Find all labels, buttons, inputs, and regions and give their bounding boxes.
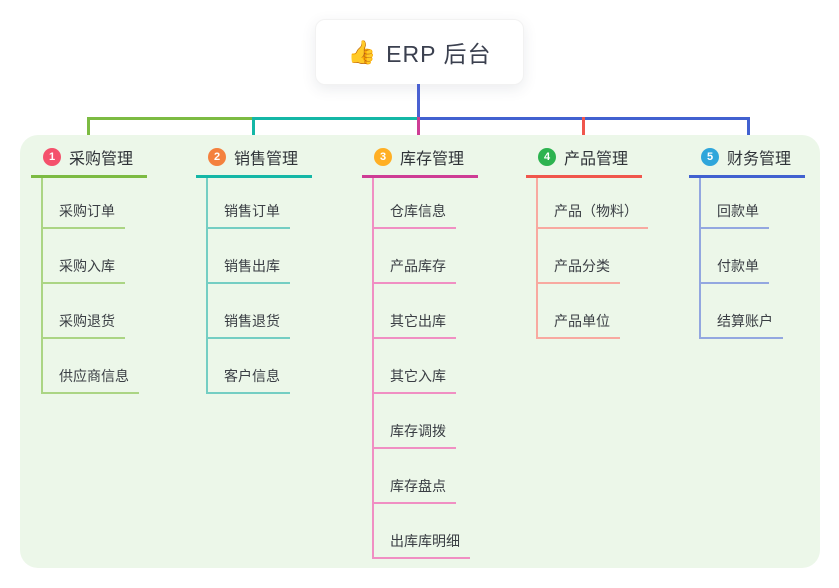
- branch-label: 销售管理: [234, 151, 299, 168]
- child-node[interactable]: 销售出库: [208, 229, 312, 284]
- child-node[interactable]: 采购订单: [43, 178, 147, 229]
- branch-inventory-children: 仓库信息 产品库存 其它出库 其它入库 库存调拨 库存盘点 出库库明细: [372, 178, 478, 559]
- child-node[interactable]: 仓库信息: [374, 178, 478, 229]
- child-node-label: 销售退货: [208, 311, 290, 339]
- child-node-label: 产品（物料）: [538, 201, 648, 229]
- branch-label: 财务管理: [727, 151, 792, 168]
- child-node[interactable]: 产品库存: [374, 229, 478, 284]
- branch-purchase-children: 采购订单 采购入库 采购退货 供应商信息: [41, 178, 147, 394]
- branch-number-badge: 1: [43, 148, 61, 166]
- child-node-label: 产品库存: [374, 256, 456, 284]
- child-node-label: 产品分类: [538, 256, 620, 284]
- connector-drop-inventory: [417, 117, 420, 152]
- branch-finance-children: 回款单 付款单 结算账户: [699, 178, 805, 339]
- child-node-label: 其它入库: [374, 366, 456, 394]
- branch-inventory-title[interactable]: 3 库存管理: [362, 146, 478, 178]
- root-node[interactable]: 👍 ERP 后台: [315, 19, 524, 85]
- child-node-label: 仓库信息: [374, 201, 456, 229]
- child-node-label: 出库库明细: [374, 531, 470, 559]
- connector-drop-purchase: [87, 117, 90, 148]
- branch-purchase: 1 采购管理 采购订单 采购入库 采购退货 供应商信息: [31, 146, 147, 394]
- branch-finance-title[interactable]: 5 财务管理: [689, 146, 805, 178]
- child-node-label: 销售订单: [208, 201, 290, 229]
- connector-drop-sales: [252, 117, 255, 148]
- branch-number-badge: 4: [538, 148, 556, 166]
- child-node[interactable]: 产品分类: [538, 229, 642, 284]
- child-node-label: 采购订单: [43, 201, 125, 229]
- child-node-label: 结算账户: [701, 311, 783, 339]
- child-node-label: 库存调拨: [374, 421, 456, 449]
- branch-label: 采购管理: [69, 151, 134, 168]
- branch-label: 库存管理: [400, 151, 465, 168]
- child-node[interactable]: 结算账户: [701, 284, 805, 339]
- root-node-label: ERP 后台: [386, 41, 492, 67]
- branch-number-badge: 3: [374, 148, 392, 166]
- child-node-label: 供应商信息: [43, 366, 139, 394]
- branch-label: 产品管理: [564, 151, 629, 168]
- child-node-label: 回款单: [701, 201, 769, 229]
- child-node-label: 销售出库: [208, 256, 290, 284]
- branches-panel: [20, 135, 820, 568]
- branch-sales-title[interactable]: 2 销售管理: [196, 146, 312, 178]
- child-node[interactable]: 销售订单: [208, 178, 312, 229]
- branch-number-badge: 2: [208, 148, 226, 166]
- branch-sales: 2 销售管理 销售订单 销售出库 销售退货 客户信息: [196, 146, 312, 394]
- child-node[interactable]: 付款单: [701, 229, 805, 284]
- child-node-label: 产品单位: [538, 311, 620, 339]
- connector-drop-finance: [747, 117, 750, 150]
- child-node[interactable]: 库存调拨: [374, 394, 478, 449]
- connector-bus-purchase: [87, 117, 253, 120]
- child-node[interactable]: 销售退货: [208, 284, 312, 339]
- child-node[interactable]: 出库库明细: [374, 504, 478, 559]
- child-node[interactable]: 回款单: [701, 178, 805, 229]
- child-node-label: 库存盘点: [374, 476, 456, 504]
- child-node[interactable]: 产品单位: [538, 284, 642, 339]
- branch-product-title[interactable]: 4 产品管理: [526, 146, 642, 178]
- child-node-label: 客户信息: [208, 366, 290, 394]
- branch-number-badge: 5: [701, 148, 719, 166]
- branch-product-children: 产品（物料） 产品分类 产品单位: [536, 178, 648, 339]
- child-node-label: 其它出库: [374, 311, 456, 339]
- branch-product: 4 产品管理 产品（物料） 产品分类 产品单位: [526, 146, 648, 339]
- connector-drop-product: [582, 117, 585, 148]
- child-node[interactable]: 其它入库: [374, 339, 478, 394]
- child-node[interactable]: 库存盘点: [374, 449, 478, 504]
- connector-bus-sales: [252, 117, 419, 120]
- child-node[interactable]: 其它出库: [374, 284, 478, 339]
- child-node[interactable]: 采购入库: [43, 229, 147, 284]
- child-node-label: 采购入库: [43, 256, 125, 284]
- branch-inventory: 3 库存管理 仓库信息 产品库存 其它出库 其它入库 库存调拨 库存盘点 出库库…: [362, 146, 478, 559]
- branch-sales-children: 销售订单 销售出库 销售退货 客户信息: [206, 178, 312, 394]
- thumbs-up-icon: 👍: [347, 38, 377, 65]
- branch-purchase-title[interactable]: 1 采购管理: [31, 146, 147, 178]
- child-node[interactable]: 客户信息: [208, 339, 312, 394]
- root-stem-connector: [417, 84, 420, 118]
- child-node-label: 付款单: [701, 256, 769, 284]
- child-node[interactable]: 采购退货: [43, 284, 147, 339]
- child-node-label: 采购退货: [43, 311, 125, 339]
- child-node[interactable]: 产品（物料）: [538, 178, 648, 229]
- branch-finance: 5 财务管理 回款单 付款单 结算账户: [689, 146, 805, 339]
- child-node[interactable]: 供应商信息: [43, 339, 147, 394]
